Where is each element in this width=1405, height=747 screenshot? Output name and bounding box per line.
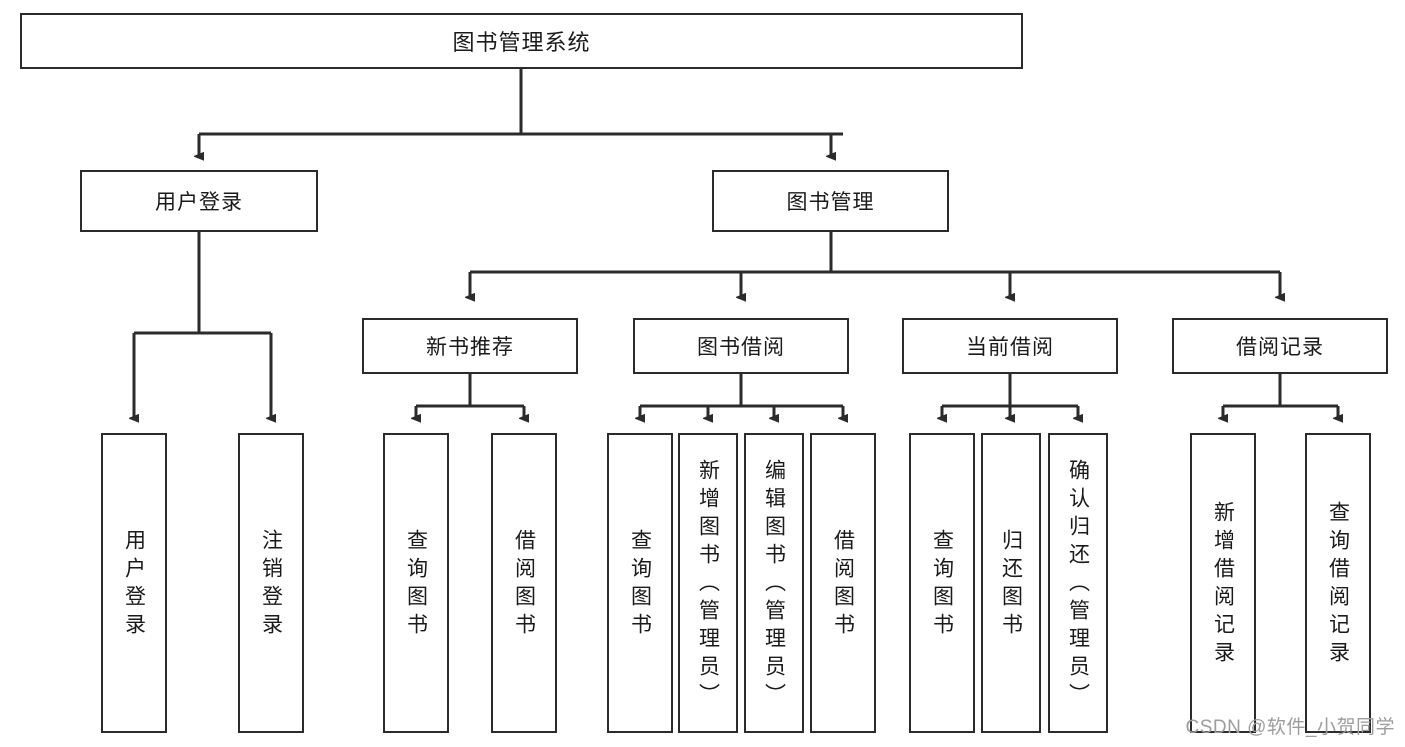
leaf-new-book-borrow[interactable]: 借阅图书 — [491, 433, 557, 733]
leaf-label: 借阅图书 — [512, 529, 536, 641]
leaf-label: 查询图书 — [628, 529, 652, 641]
leaf-label: 注销登录 — [259, 529, 283, 641]
node-root-label: 图书管理系统 — [452, 30, 591, 55]
node-book-borrow-label: 图书借阅 — [697, 336, 785, 359]
leaf-record-add[interactable]: 新增借阅记录 — [1190, 433, 1256, 733]
leaf-current-confirm-return-admin[interactable]: 确认归还（管理员） — [1048, 433, 1108, 733]
leaf-label: 新增图书（管理员） — [696, 459, 720, 711]
node-new-book-recommend-label: 新书推荐 — [426, 336, 514, 359]
leaf-current-query[interactable]: 查询图书 — [909, 433, 975, 733]
leaf-current-return[interactable]: 归还图书 — [981, 433, 1041, 733]
leaf-borrow-add-book-admin[interactable]: 新增图书（管理员） — [678, 433, 738, 733]
node-new-book-recommend[interactable]: 新书推荐 — [362, 318, 578, 374]
leaf-label: 编辑图书（管理员） — [762, 459, 786, 711]
leaf-label: 查询图书 — [404, 529, 428, 641]
watermark: CSDN @软件_小贺同学 — [1185, 717, 1395, 738]
node-current-borrow-label: 当前借阅 — [966, 336, 1054, 359]
node-current-borrow[interactable]: 当前借阅 — [902, 318, 1118, 374]
leaf-borrow-edit-book-admin[interactable]: 编辑图书（管理员） — [744, 433, 804, 733]
leaf-label: 用户登录 — [122, 529, 146, 641]
node-book-borrow[interactable]: 图书借阅 — [633, 318, 849, 374]
leaf-user-login-logout[interactable]: 注销登录 — [238, 433, 304, 733]
leaf-label: 借阅图书 — [831, 529, 855, 641]
leaf-label: 确认归还（管理员） — [1066, 459, 1090, 711]
leaf-user-login-login[interactable]: 用户登录 — [101, 433, 167, 733]
leaf-label: 归还图书 — [999, 529, 1023, 641]
leaf-record-query[interactable]: 查询借阅记录 — [1305, 433, 1371, 733]
leaf-label: 新增借阅记录 — [1211, 501, 1235, 669]
node-borrow-record-label: 借阅记录 — [1236, 336, 1324, 359]
node-book-management-label: 图书管理 — [786, 191, 875, 214]
leaf-borrow-query[interactable]: 查询图书 — [607, 433, 673, 733]
node-root[interactable]: 图书管理系统 — [20, 13, 1023, 69]
node-user-login[interactable]: 用户登录 — [80, 170, 318, 232]
leaf-new-book-query[interactable]: 查询图书 — [383, 433, 449, 733]
node-user-login-label: 用户登录 — [155, 191, 243, 214]
leaf-borrow-borrow-book[interactable]: 借阅图书 — [810, 433, 876, 733]
node-borrow-record[interactable]: 借阅记录 — [1172, 318, 1388, 374]
leaf-label: 查询图书 — [930, 529, 954, 641]
node-book-management[interactable]: 图书管理 — [712, 170, 949, 232]
leaf-label: 查询借阅记录 — [1326, 501, 1350, 669]
